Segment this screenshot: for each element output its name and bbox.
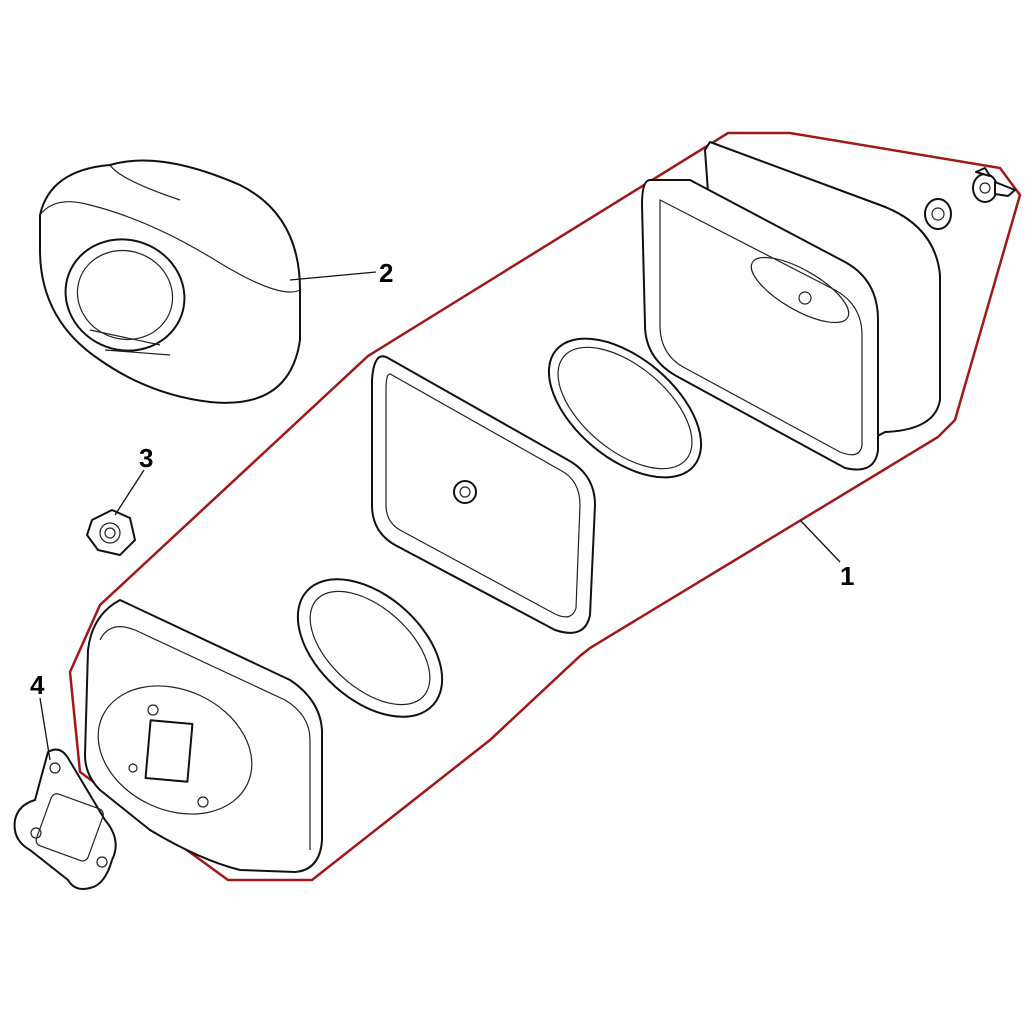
leader-line-1 xyxy=(799,519,841,563)
gasket[interactable] xyxy=(13,748,117,890)
leader-line-2 xyxy=(289,271,377,281)
oval-seal[interactable] xyxy=(272,552,468,743)
air-cleaner-base[interactable] xyxy=(77,599,323,873)
callout-3: 3 xyxy=(139,443,153,473)
leader-line-3 xyxy=(114,469,145,516)
leader-line-4 xyxy=(39,697,51,761)
callout-4: 4 xyxy=(30,670,45,700)
washer[interactable] xyxy=(924,198,952,230)
air-cleaner-cover[interactable] xyxy=(641,141,941,471)
oval-gasket[interactable] xyxy=(524,312,726,504)
assembly-group-outline xyxy=(68,131,1022,882)
filter-plate[interactable] xyxy=(371,355,596,634)
filter-element[interactable] xyxy=(39,159,301,404)
callout-1: 1 xyxy=(840,561,854,591)
nut[interactable] xyxy=(86,509,136,556)
wing-nut[interactable] xyxy=(972,167,1016,203)
callout-2: 2 xyxy=(379,258,393,288)
